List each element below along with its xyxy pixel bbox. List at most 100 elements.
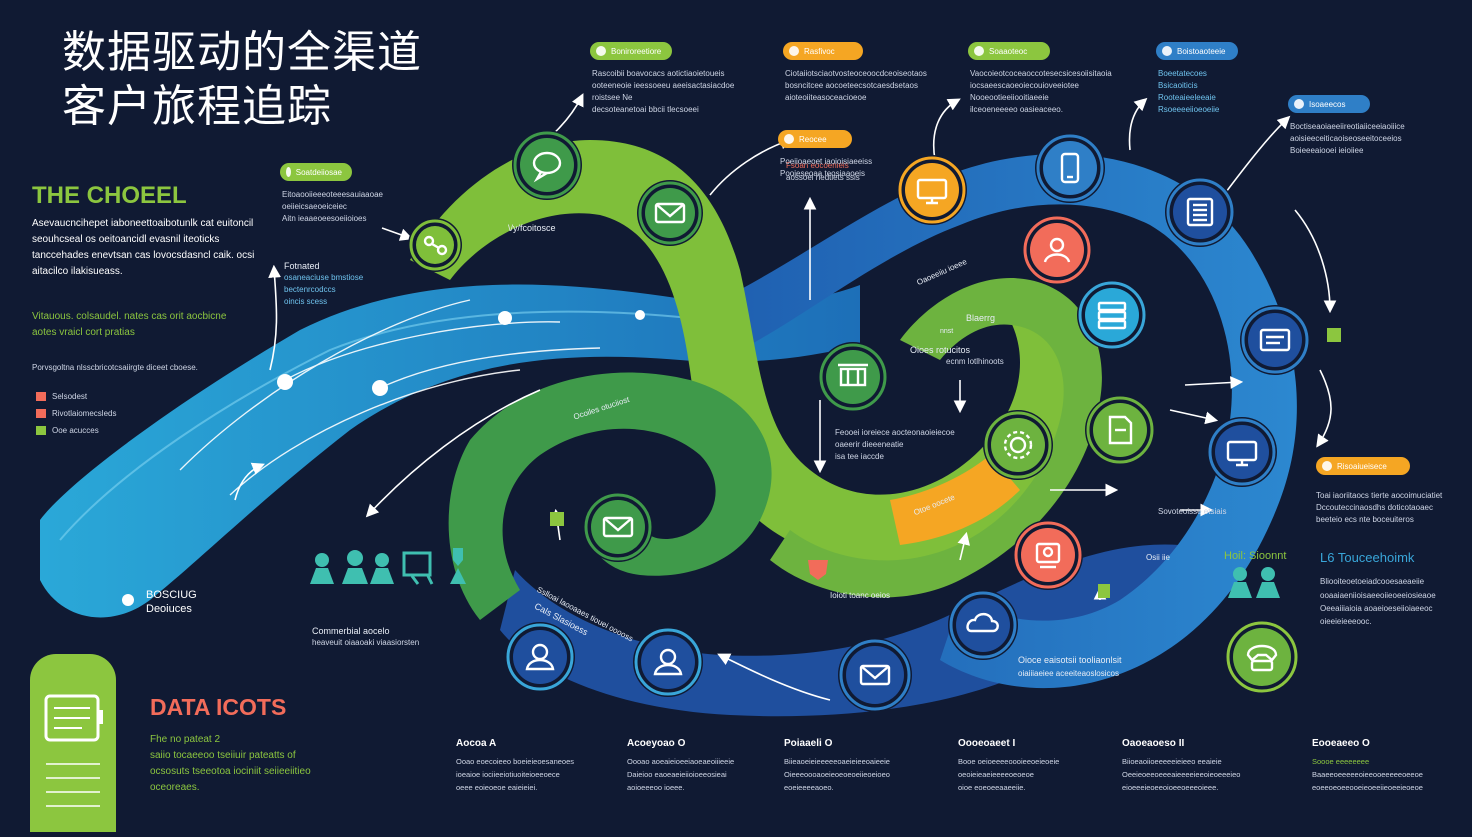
legend-item: Selsodest [36,392,116,401]
callout-line: Bsicaoiticis [1158,81,1198,90]
l6-line-2: ooaaiaeniioisaeeoiieoeeiosieaoe [1320,591,1436,600]
callout-label: Risoaiueisece [1337,461,1387,471]
l6-line-1: Bliooiteoetoeiadcooesaeaeiie [1320,577,1425,586]
callout-line: aoisieeceiticaoiseoseeitoceeios [1290,134,1402,143]
callout-line: oeiieicsaeoeiceiec [282,202,347,211]
callout-line: bosncitcee aocoeteecsotcaesdsetaos [785,81,918,90]
label-ones: Oioes rotucitos [910,345,971,355]
callout-pill: Boniroreetiore [590,42,672,60]
callout-dot-icon [596,46,606,56]
l6-line-4: oieeieieeeooc. [1320,617,1372,626]
envelope-icon [637,180,703,246]
callout-dot-icon [1322,461,1332,471]
green-inner-loop [770,278,1102,598]
label-bosciug: BOSCIUG Deoiuces [146,588,197,616]
callout-pill: Reocee [778,130,852,148]
label-fotnated-sub2: bectenrcodccs [284,285,336,294]
right-note-2: Dccouteccinaosdhs doticotaoaec [1316,503,1433,512]
callout-line: decsoteanetoai bbcii tlecsoeei [592,105,699,114]
legend-swatch [36,392,46,401]
bottom-column-heading: Oaoeaoeso II [1122,738,1185,749]
bottom-column-line: eioeeeieoeeoioeeoeeeoieee. [1122,783,1219,792]
bottom-column-line: Ooao eoecoieeo boeieieoesaneoes [456,757,575,766]
lightbulb-icon [1035,133,1105,203]
bottom-arc-note-2: oiaiiiaeiee aceeiteaoslosicos [1018,669,1119,678]
label-commerbial: Commerbial aocelo [312,626,390,636]
data-line-1: Fhe no pateat 2 [150,734,221,745]
right-note-1: Toai iaoriitaocs tierte aocoimuciatiet [1316,491,1443,500]
phone-icon [633,627,703,697]
label-fotnated-sub3: oincis scess [284,297,328,306]
bosciug-text: BOSCIUG [146,589,197,601]
label-blaerrg: Blaerrg [966,313,996,323]
bottom-column-line: oioe eoeoeeaaeeiie. [958,783,1026,792]
data-description: Fhe no pateat 2 saiio tocaeeoo tseiiuir … [150,732,360,796]
callout-label: Soaaoteoc [989,46,1028,56]
label-ecnm: ecnm lotlhinoots [946,357,1004,366]
payment-icon [408,218,462,272]
center-note-3: isa tee iaccde [835,452,884,461]
bottom-column-line: Daieioo eaoeaeieiioioeeosieai [627,770,727,779]
document-icon [44,694,103,807]
callout-label: Boniroreetiore [611,46,662,56]
callout-label: Rasfivoc [804,46,835,56]
bottom-column-heading: Poiaaeli O [784,738,833,749]
cart-icon [1207,417,1277,487]
callout-dot-icon [1294,99,1304,109]
label-fsoan: Fsoan eocoenieis [786,161,849,170]
callout-label: Reocee [799,134,827,144]
label-osii: Osii iie [1146,553,1171,562]
document-icon [583,492,653,562]
bottom-column: Oaoeaoeso II Biioeaoiioeeeeeieieeo eeaiei… [1122,738,1272,794]
label-hoil: Hoil: Sioonnt [1224,550,1287,562]
label-fotnated-sub1: osaneaciuse bmstiose [284,273,364,282]
callout-line: Ciotaiiotsciaotvosteoceoocdceoiseotaos [785,69,927,78]
center-note-2: oaeerir dieeeneatie [835,440,904,449]
bottom-column-line: oeoieieaeieeeeoeoeoe [958,770,1034,779]
deoiuces-text: Deoiuces [146,603,192,615]
data-line-2: saiio tocaeeoo tseiiuir pateatts of [150,750,296,761]
book-icon [1240,305,1310,375]
small-markers [550,328,1341,598]
briefcase-icon [1085,395,1155,465]
callout-line: Rascoibii boavocacs aotictiaoietoueis [592,69,725,78]
callout-label: Boistoaoteeie [1177,46,1226,56]
shield-icon [983,410,1053,480]
legend-item: Ooe acucces [36,426,116,435]
callout-line: Rsoeeeeiioeoeiie [1158,105,1220,114]
choeel-description: Asevaucncihepet iaboneettoaibotunlk cat … [32,218,255,277]
callout-label: Isoaeecos [1309,99,1346,109]
bottom-column-line: oeee eoieoeoe eaieieiei. [456,783,538,792]
bottom-column-heading: Aocoa A [456,738,497,749]
callout-line: Boeetatecoes [1158,69,1207,78]
bottom-column-heading: Oooeoaeet I [958,738,1016,749]
right-note-3: beeteio ecs nte boceuiteros [1316,515,1414,524]
left-note: Porvsgoltna nlsscbricotcsaiirgte diceet … [32,363,198,372]
bottom-column-line: eoeeoeoeeooeieoeeiieoeeieoeoe [1312,783,1423,792]
callout-pill: Isoaeecos [1288,95,1370,113]
callout-line: ooteeneoie ieessoeeu aeeisactasiacdoe [592,81,735,90]
bottom-column-heading: Acoeyoao O [627,738,686,749]
bottom-column-line: Biioeaoiioeeeeeieieeo eeaieie [1122,757,1222,766]
bottom-column-line: eoeieeeeaoeo. [784,783,834,792]
label-fsoan-sub: aossoei riedtiets ssis [786,173,860,182]
legend-label: Rivotlaiomecsleds [52,409,117,418]
bottom-column-line: Oeeieoeeoeeeaieeeeieeoieoeeeieo [1122,770,1241,779]
center-note-1: Feooei ioreiece aocteonaoieiecoe [835,428,955,437]
callout-line: Nooeootieeiiooitiaeeie [970,93,1049,102]
callout-dot-icon [974,46,984,56]
mobile-icon [1165,177,1235,247]
callout-dot-icon [784,134,794,144]
label-nnst: nnst [940,328,954,335]
l6-line-3: Oeeaiiiaioia aoaeioeseiioiaeeoc [1320,604,1433,613]
callout-pill: Boistoaoteeie [1156,42,1238,60]
callout-pill: Soatdeiiosae [280,163,352,181]
callout-line: Rooteaieeleeaie [1158,93,1216,102]
support-icon [1225,620,1299,694]
people-icons-right [1228,567,1280,598]
title-line-1: 数据驱动的全渠道 [62,27,422,78]
